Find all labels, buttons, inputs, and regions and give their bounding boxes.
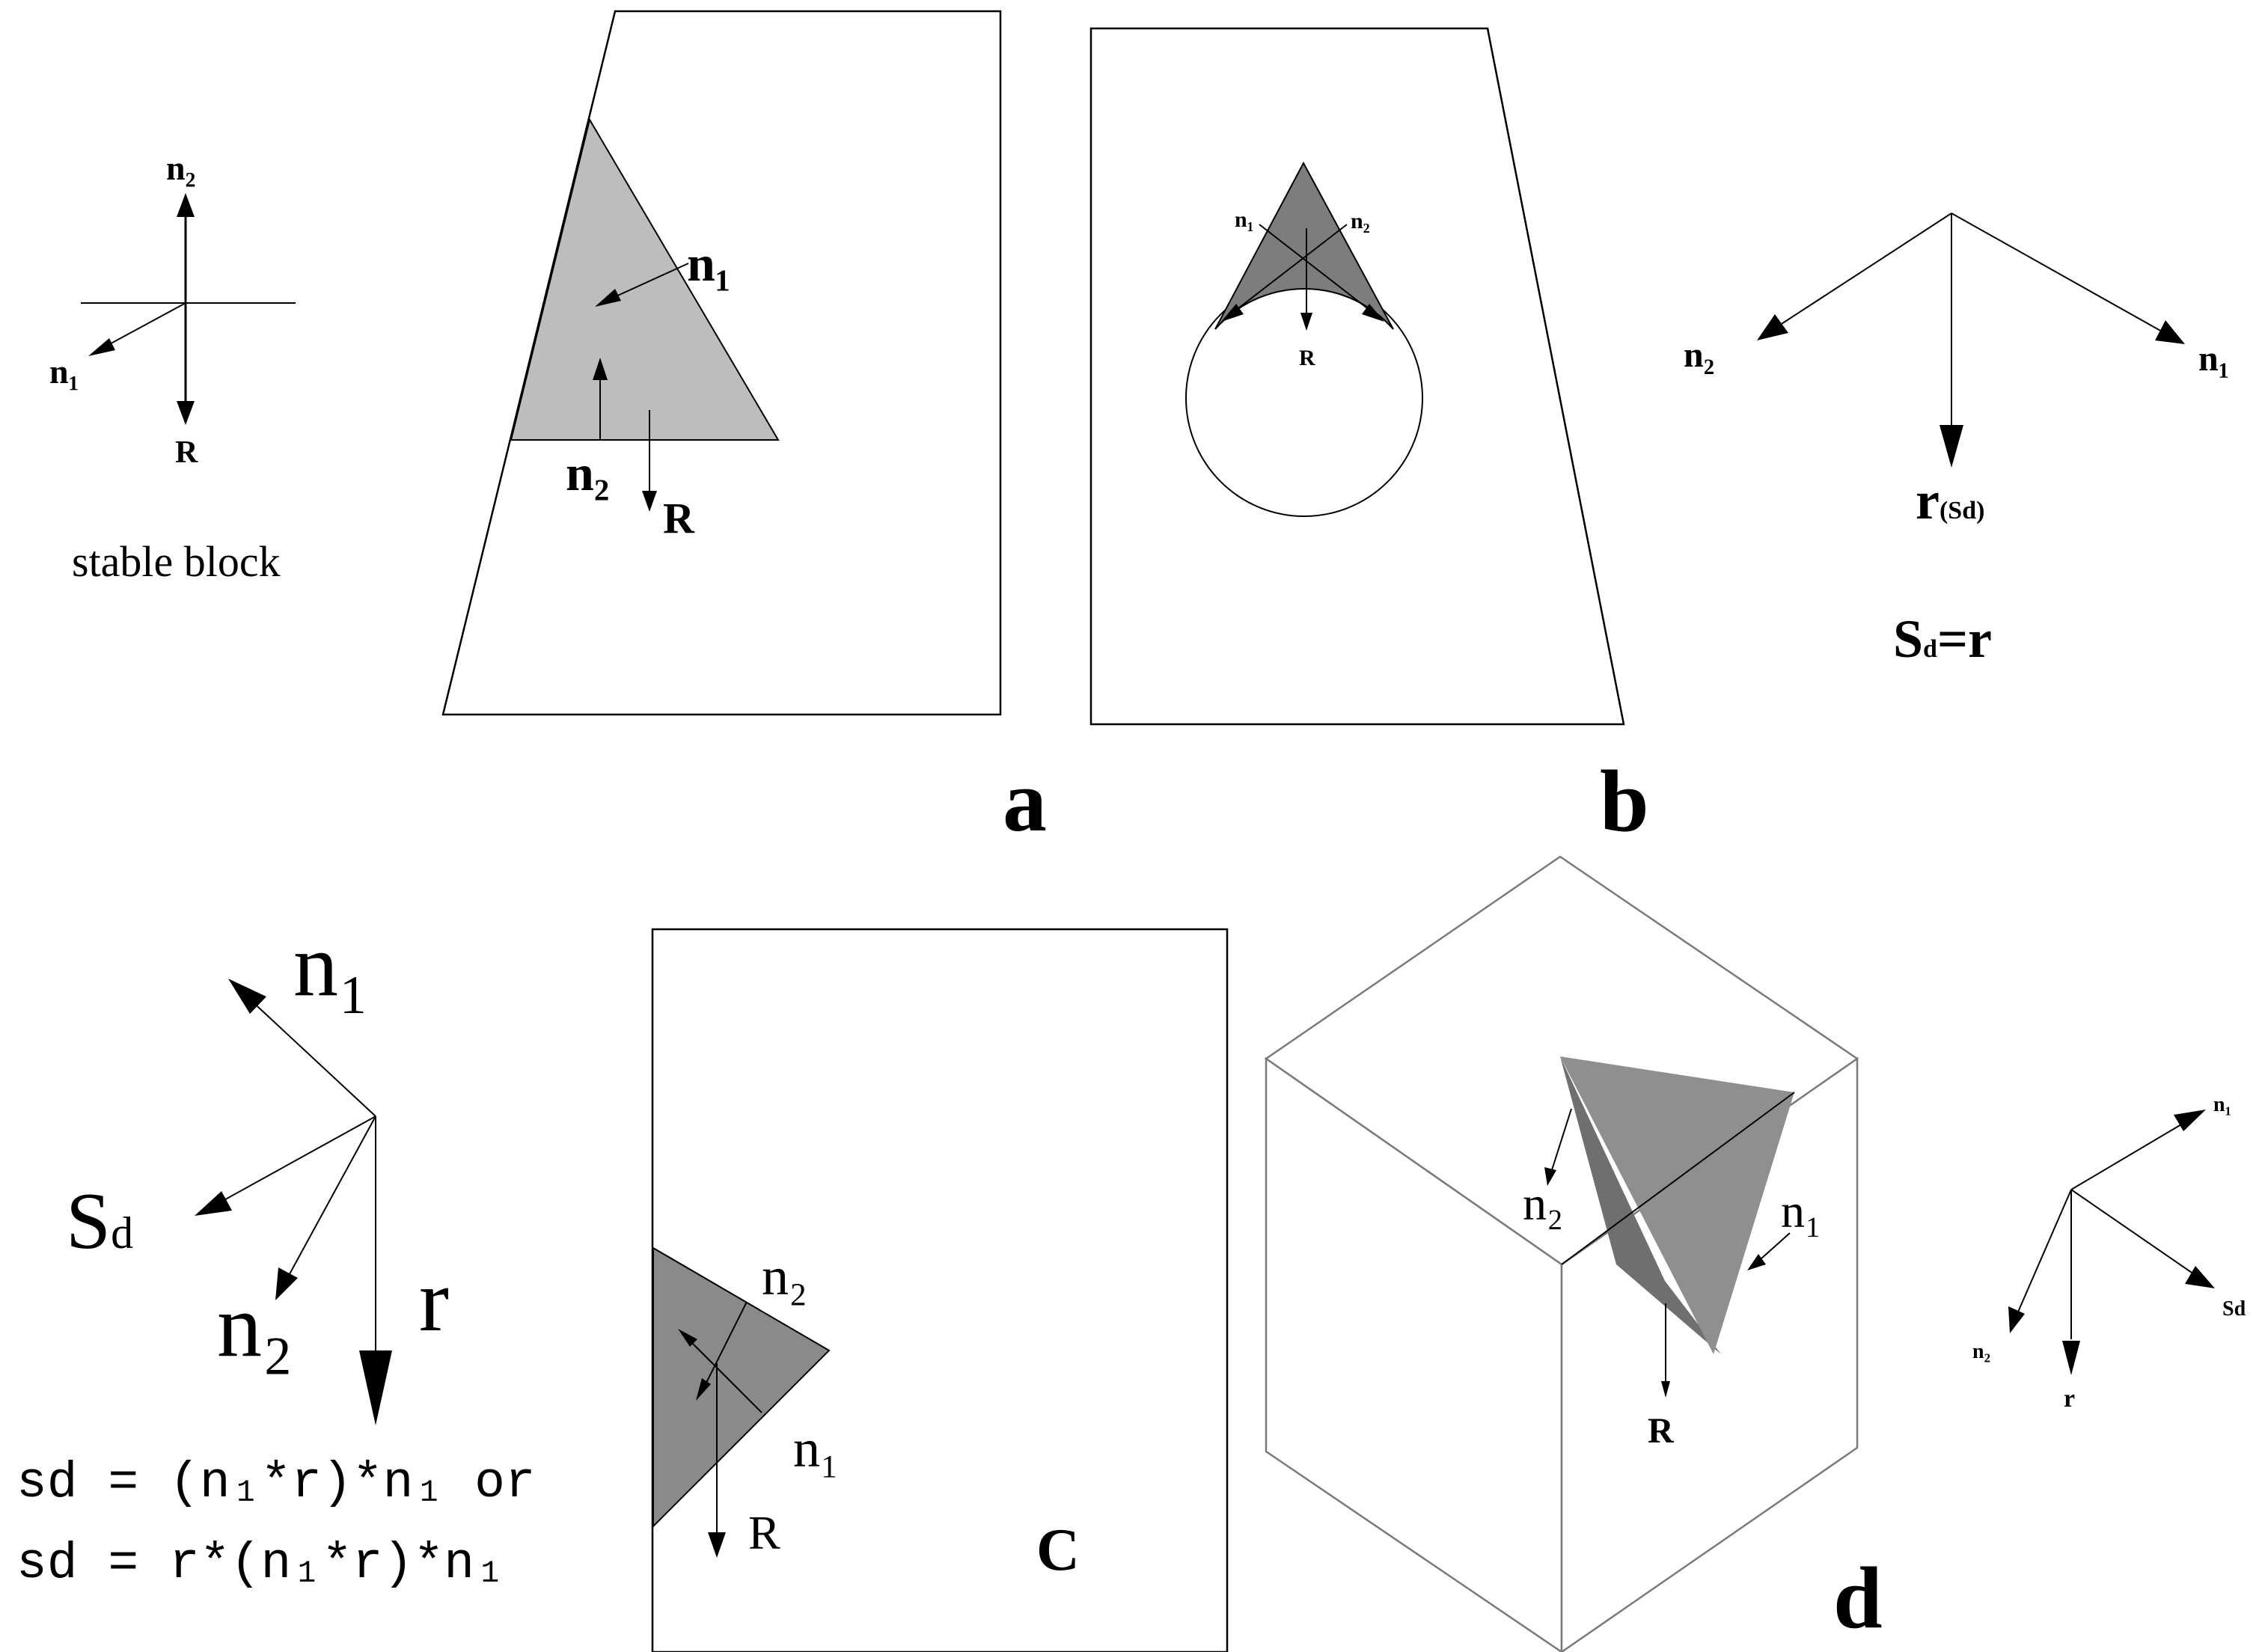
panel-a: n₁ n₂ R a	[441, 10, 1047, 850]
n1-vector-head-b	[2155, 320, 2185, 344]
n1-label-b: n₁	[1235, 207, 1254, 232]
n1-vector-head-d	[2174, 1110, 2206, 1131]
sd-label-vec-d: Sd	[2222, 1297, 2246, 1321]
sd-vector-head-d	[2185, 1266, 2215, 1288]
n2-label-d: n₂	[1523, 1177, 1563, 1230]
equation-2: sd = r*(n₁*r)*n₁	[16, 1535, 505, 1593]
cross-arrowhead-2-b	[1221, 304, 1244, 322]
r-arrowhead-c	[708, 1532, 726, 1558]
panel-b: n₁ n₂ R b	[1089, 27, 1649, 850]
cross-line-2-b	[1228, 224, 1348, 316]
sd-sub-vec-c: d	[111, 1208, 133, 1258]
n1-label-vec-b: n₁	[2198, 339, 2229, 379]
n2-vector-b	[1773, 212, 1952, 330]
sd-vector-c	[213, 1116, 376, 1207]
cube-edge-over-wedge	[1561, 1092, 1795, 1265]
n1-normal-c	[682, 1333, 762, 1413]
stable-block-caption: stable block	[72, 537, 281, 586]
panel-letter-d: d	[1833, 1549, 1883, 1647]
panel-d: n₂ n₁ R d	[1264, 855, 1883, 1652]
wedge-block-a	[510, 117, 780, 441]
tunnel-wall-c	[651, 928, 1229, 1652]
panel-letter-c: C	[1036, 1517, 1080, 1583]
n1-arrowhead-c	[678, 1329, 697, 1347]
n1-label: n₁	[49, 352, 79, 391]
sd-s-vec-c: S	[66, 1177, 111, 1266]
cross-line-1-b	[1259, 224, 1378, 316]
eq-s: S	[1893, 609, 1923, 669]
n2-label-c: n₂	[762, 1246, 807, 1306]
n2-vector-head-b	[1757, 314, 1788, 340]
n2-label-vec-b: n₂	[1684, 335, 1714, 375]
vectors-c: n₁ Sd n₂ r sd = (n₁*r)*n₁ or sd = r*(n₁*…	[16, 915, 536, 1593]
panel-letter-a: a	[1003, 752, 1047, 850]
n2-label-vec-c: n₂	[217, 1276, 293, 1375]
cross-arrowhead-1-b	[1362, 304, 1384, 322]
vectors-b: n₂ n₁ r(Sd) Sd=r	[1684, 212, 2229, 669]
n2-vector-head-c	[275, 1267, 298, 1300]
n2-arrow-d	[1550, 1108, 1572, 1175]
r-vector-head-c	[359, 1350, 392, 1425]
n1-vector-c	[246, 996, 376, 1117]
n1-label-a: n₁	[687, 235, 730, 292]
n1-vector-b	[1951, 212, 2169, 336]
n1-arrowhead	[88, 338, 115, 356]
r-sub-label-vec-b: (Sd)	[1940, 497, 1984, 524]
n2-label-a: n₂	[566, 444, 609, 501]
sd-vector-head-c	[195, 1191, 232, 1216]
n2-arrowhead	[177, 193, 195, 217]
n2-arrowhead-d	[1544, 1167, 1556, 1186]
r-label-d: R	[1648, 1411, 1675, 1451]
r-arrowhead-b	[1300, 313, 1312, 331]
r-vector-head-d	[2062, 1341, 2080, 1375]
n2-arrowhead-c	[696, 1378, 711, 1401]
stable-block-panel: n₂ n₁ R stable block	[49, 149, 296, 586]
n1-arrow-a	[604, 263, 689, 302]
r-label-vec-c: r	[419, 1250, 449, 1350]
r-label-a: R	[663, 494, 695, 542]
vectors-d: n₁ Sd n₂ r	[1972, 1093, 2246, 1413]
n1-label-vec-c: n₁	[293, 915, 370, 1015]
wedge-face-d	[1560, 1056, 1794, 1354]
n2-arrowhead-a	[593, 358, 608, 380]
r-label-vec-d: r	[2064, 1385, 2075, 1413]
sd-label-vec-c: Sd	[66, 1177, 133, 1266]
n2-label: n₂	[166, 149, 195, 187]
r-sd-label-b: r(Sd)	[1916, 471, 1984, 530]
r-vector-head-b	[1940, 425, 1963, 468]
n2-normal-c	[701, 1301, 748, 1392]
cube-left-face	[1265, 1056, 1563, 1652]
panel-letter-b: b	[1600, 752, 1649, 850]
equation-1: sd = (n₁*r)*n₁ or	[16, 1454, 536, 1512]
r-label: R	[175, 435, 198, 470]
n1-label-vec-d: n₁	[2213, 1093, 2231, 1116]
r-label-vec-b: r	[1916, 471, 1940, 530]
panel-c: n₂ n₁ R C	[651, 928, 1229, 1652]
wedge-block-c	[652, 1246, 831, 1529]
n1-vector-head-c	[228, 979, 266, 1014]
n1-label-c: n₁	[793, 1419, 839, 1478]
r-label-b: R	[1299, 346, 1315, 370]
n2-vector-c	[285, 1116, 376, 1282]
sd-equals-r: Sd=r	[1893, 609, 1992, 669]
n1-arrowhead-d	[1747, 1254, 1766, 1270]
eq-d-sub: d	[1923, 635, 1937, 663]
n1-vector-d	[2070, 1122, 2186, 1190]
n2-vector-d	[2016, 1189, 2072, 1316]
r-arrowhead	[177, 401, 195, 425]
n2-label-vec-d: n₂	[1972, 1340, 1990, 1363]
sd-vector-d	[2070, 1189, 2197, 1276]
n2-vector-head-d	[2008, 1306, 2025, 1333]
n1-arrowhead-a	[595, 289, 621, 307]
eq-rhs: =r	[1937, 609, 1992, 669]
r-label-c: R	[748, 1506, 780, 1559]
n1-label-d: n₁	[1781, 1184, 1821, 1238]
r-arrowhead-a	[642, 491, 657, 512]
r-arrowhead-d	[1661, 1381, 1670, 1398]
n2-label-b: n₂	[1351, 209, 1370, 233]
